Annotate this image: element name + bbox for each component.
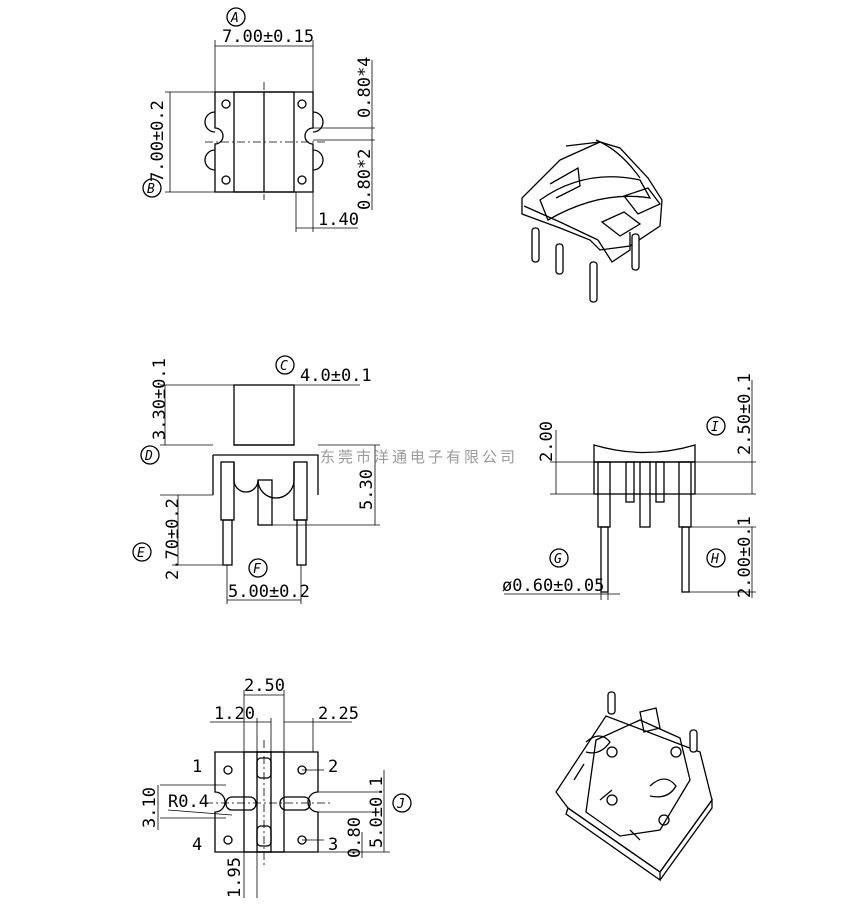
bottom-radius-dim: R0.4 [168,792,209,812]
callout-h: H [710,552,719,567]
callout-i: I [711,420,719,435]
front-height-dim: 3.30±0.1 [150,358,170,440]
bottom-dim-2-25: 2.25 [318,704,359,724]
callout-c: C [280,359,288,374]
front-pin-span-dim: 5.00±0.2 [228,582,310,602]
callout-a: A [230,11,239,26]
top-view: 7.00±0.15 7.00±0.2 0.80*4 0.80*2 1.40 A … [142,7,375,232]
bottom-dim-1-95: 1.95 [225,857,245,898]
isometric-view-bottom [555,691,713,882]
side-flange-dim: 2.00 [537,421,557,462]
bottom-dim-2-50: 2.50 [244,676,285,696]
callout-f: F [253,562,262,577]
front-top-width-dim: 4.0±0.1 [300,366,372,386]
pin-label-1: 1 [192,757,202,777]
side-pin-dia-dim: ø0.60±0.05 [502,576,604,596]
callout-e: E [137,546,145,561]
callout-j: J [396,797,405,812]
bottom-dim-1-20: 1.20 [214,704,255,724]
bottom-dim-5-0: 5.0±0.1 [367,776,387,848]
side-pin-len-dim: 2.00±0.1 [735,516,755,598]
side-height-dim: 2.50±0.1 [735,373,755,455]
front-pin-length-dim: 2.70±0.2 [163,498,183,580]
bottom-dim-0-80: 0.80 [345,817,365,858]
isometric-view-top [521,139,663,303]
side-view: 2.00 2.50±0.1 2.00±0.1 ø0.60±0.05 I G H [502,373,756,600]
front-view: 4.0±0.1 3.30±0.1 5.30 2.70±0.2 5.00±0.2 … [132,355,380,604]
pin-label-2: 2 [328,757,338,777]
callout-b: B [147,182,155,197]
pin-label-3: 3 [328,835,338,855]
pin-label-4: 4 [192,835,202,855]
bottom-dim-3-10: 3.10 [140,787,160,828]
top-height-dim: 7.00±0.2 [148,100,168,182]
bottom-view: 1 2 3 4 2.50 1.20 2.25 3.10 R0.4 5.0±0.1… [140,676,412,898]
company-watermark: 东莞市洋通电子有限公司 [320,448,518,466]
offset-dim: 1.40 [318,210,359,230]
top-width-dim: 7.00±0.15 [222,27,314,47]
callout-d: D [144,449,153,464]
pin-width-dim: 0.80*4 [355,57,375,118]
front-total-height-dim: 5.30 [357,469,377,510]
callout-g: G [554,552,562,567]
slot-dim: 0.80*2 [355,149,375,210]
